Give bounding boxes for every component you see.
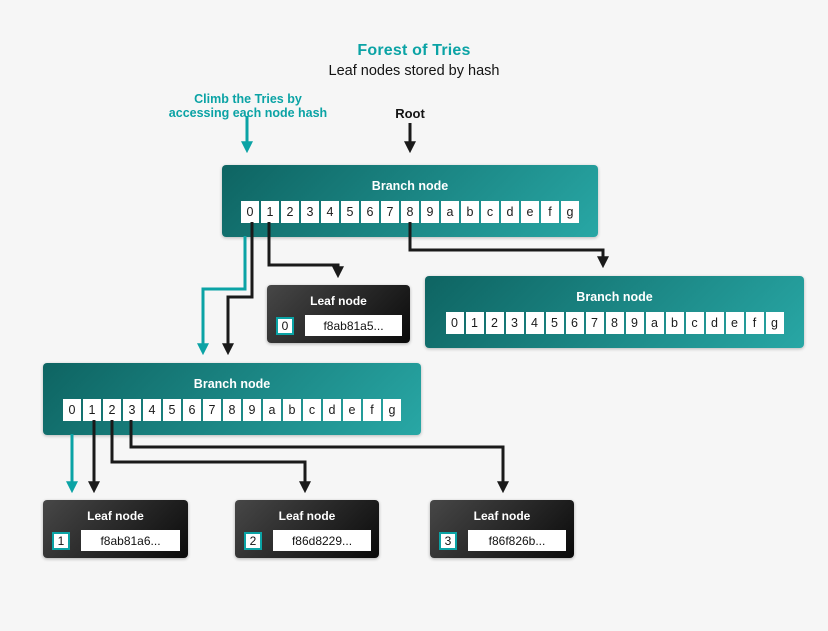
branch-cell: f	[541, 201, 559, 223]
branch-cell: 6	[361, 201, 379, 223]
root-label: Root	[395, 106, 425, 121]
branch-cell: 9	[243, 399, 261, 421]
branch-cell: 0	[445, 312, 464, 334]
branch-cell: e	[521, 201, 539, 223]
branch-cell: 3	[123, 399, 141, 421]
branch-cell: e	[343, 399, 361, 421]
branch-cell: 1	[465, 312, 484, 334]
branch-cell: 8	[223, 399, 241, 421]
leaf-node-label: Leaf node	[473, 509, 531, 523]
leaf-node-label: Leaf node	[278, 509, 336, 523]
leaf-node-label: Leaf node	[87, 509, 144, 523]
branch-cell: 2	[485, 312, 504, 334]
leaf-node-2: Leaf node 2 f86d8229...	[235, 500, 379, 558]
climb-annotation: Climb the Tries by accessing each node h…	[127, 92, 369, 120]
branch-node-label: Branch node	[193, 377, 271, 391]
branch-node-label: Branch node	[371, 179, 449, 193]
branch-cell: d	[705, 312, 724, 334]
branch-cell: 5	[341, 201, 359, 223]
branch-cell: 0	[63, 399, 81, 421]
branch-cell: 6	[565, 312, 584, 334]
branch-cell: 2	[281, 201, 299, 223]
leaf-hash-value: f86d8229...	[273, 530, 371, 551]
branch-cell: f	[363, 399, 381, 421]
branch-cell: b	[461, 201, 479, 223]
branch-cell: 8	[605, 312, 624, 334]
page-subtitle: Leaf nodes stored by hash	[328, 63, 500, 79]
branch-cell: 7	[585, 312, 604, 334]
branch-cell: a	[645, 312, 664, 334]
branch-node-label: Branch node	[576, 290, 653, 304]
branch-cell: 3	[505, 312, 524, 334]
branch-cell: f	[745, 312, 764, 334]
branch-cell: 1	[261, 201, 279, 223]
leaf-index-cell: 0	[276, 316, 294, 335]
leaf-hash-value: f8ab81a5...	[305, 315, 402, 336]
branch-cell: 4	[321, 201, 339, 223]
page-title: Forest of Tries	[357, 42, 471, 59]
branch-cell: 7	[203, 399, 221, 421]
climb-path-to-lower-branch	[197, 236, 247, 356]
leaf-index-cell: 1	[52, 531, 70, 550]
branch-cell: 2	[103, 399, 121, 421]
climb-annotation-line1: Climb the Tries by	[194, 92, 302, 106]
branch-cell: c	[481, 201, 499, 223]
branch-cell: 1	[83, 399, 101, 421]
branch-cell: g	[383, 399, 401, 421]
leaf-index-cell: 2	[244, 531, 262, 550]
leaf-node-0: Leaf node 0 f8ab81a5...	[267, 285, 410, 343]
branch-cell: 7	[381, 201, 399, 223]
branch-cell: a	[441, 201, 459, 223]
branch-cell: d	[323, 399, 341, 421]
branch-cell: 5	[545, 312, 564, 334]
branch-cell: 8	[401, 201, 419, 223]
leaf-node-label: Leaf node	[310, 294, 367, 308]
branch-cell: 4	[143, 399, 161, 421]
leaf-node-1: Leaf node 1 f8ab81a6...	[43, 500, 188, 558]
leaf-index-cell: 3	[439, 531, 457, 550]
branch-cell: c	[303, 399, 321, 421]
branch-cell: e	[725, 312, 744, 334]
climb-annotation-line2: accessing each node hash	[168, 106, 328, 120]
arrow-cell0-to-lower-branch	[222, 222, 254, 356]
leaf-hash-value: f8ab81a6...	[81, 530, 180, 551]
branch-cell: a	[263, 399, 281, 421]
leaf-hash-value: f86f826b...	[468, 530, 566, 551]
branch-cell: 3	[301, 201, 319, 223]
branch-cell: 6	[183, 399, 201, 421]
branch-cell: 9	[421, 201, 439, 223]
branch-cell: 9	[625, 312, 644, 334]
branch-cell: g	[765, 312, 784, 334]
branch-cell: d	[501, 201, 519, 223]
branch-cell: g	[561, 201, 579, 223]
branch-cell: c	[685, 312, 704, 334]
branch-cell: b	[283, 399, 301, 421]
branch-cell: b	[665, 312, 684, 334]
diagram-header: Forest of Tries Leaf nodes stored by has…	[0, 42, 828, 79]
branch-cell: 5	[163, 399, 181, 421]
branch-cell: 4	[525, 312, 544, 334]
leaf-node-3: Leaf node 3 f86f826b...	[430, 500, 574, 558]
branch-cell: 0	[241, 201, 259, 223]
